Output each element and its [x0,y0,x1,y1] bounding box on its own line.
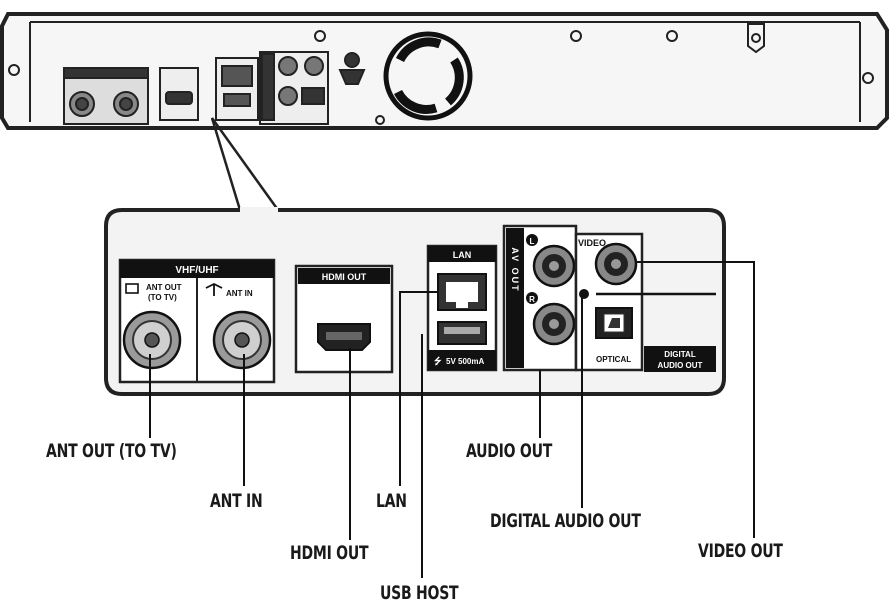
lan-label: LAN [453,250,472,260]
hdmi-port[interactable] [317,323,371,351]
callout-usb-host: USB HOST [380,582,459,604]
av-out-label: AV OUT [510,247,520,292]
hdmi-out-label: HDMI OUT [322,272,367,282]
callout-lan: LAN [376,490,407,512]
lan-usb-block: LAN ⭍ 5V 500mA [426,244,498,372]
lan-port[interactable] [437,273,487,311]
callout-video-out: VIDEO OUT [698,540,783,562]
video-out-jack[interactable] [594,242,638,286]
optical-label: OPTICAL [596,355,631,364]
video-optical-block: VIDEO OPTICAL DIGITAL AUDIO OUT [574,232,716,372]
hdmi-block: HDMI OUT [294,264,394,374]
usb-port[interactable] [437,321,487,345]
callout-digital-audio-out: DIGITAL AUDIO OUT [490,510,641,532]
usb-power-label: 5V 500mA [446,357,484,366]
device-port-cluster [63,51,366,125]
zoom-leader [210,117,280,211]
digital-label: DIGITAL [664,350,696,359]
audio-right-jack[interactable] [532,302,576,346]
video-label: VIDEO [578,238,606,248]
ant-out-label: ANT OUT [146,283,182,292]
left-channel-label: L [530,237,535,246]
to-tv-label: (TO TV) [148,293,177,302]
callout-ant-in: ANT IN [210,490,263,512]
right-channel-label: R [529,295,535,304]
ant-in-connector[interactable] [212,310,272,370]
tv-icon [125,283,139,294]
ant-in-label: ANT IN [226,289,253,298]
antenna-block: VHF/UHF ANT OUT (TO TV) ANT IN [118,258,276,384]
av-out-block: AV OUT L R [502,224,578,372]
usb-icon: ⭍ [434,356,442,366]
callout-lines [149,261,755,578]
audio-left-jack[interactable] [532,244,576,288]
ant-out-connector[interactable] [122,310,182,370]
vhf-uhf-label: VHF/UHF [175,265,218,276]
digital-audio-out-label: AUDIO OUT [658,361,703,370]
optical-port[interactable] [595,307,633,339]
antenna-icon [205,282,223,296]
cooling-fan [383,31,473,121]
callout-ant-out-to-tv: ANT OUT (TO TV) [46,440,177,462]
callout-audio-out: AUDIO OUT [466,440,553,462]
callout-hdmi-out: HDMI OUT [290,542,369,564]
